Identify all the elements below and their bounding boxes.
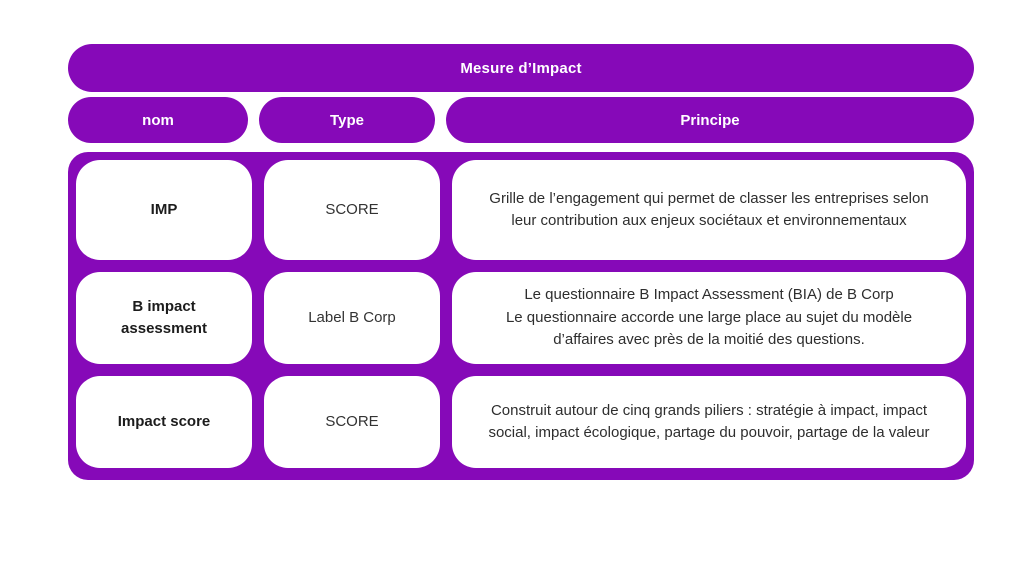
column-header-type: Type <box>259 97 435 143</box>
impact-measure-table: Mesure d’Impact nom Type Principe IMP SC… <box>68 44 974 480</box>
row2-principe-cell: Le questionnaire B Impact Assessment (BI… <box>452 272 966 364</box>
table-title-bar: Mesure d’Impact <box>68 44 974 92</box>
column-header-principe: Principe <box>446 97 974 143</box>
row3-principe-cell: Construit autour de cinq grands piliers … <box>452 376 966 468</box>
table-header-row: nom Type Principe <box>68 97 974 143</box>
table-body: IMP SCORE Grille de l’engagement qui per… <box>68 152 974 480</box>
column-header-nom: nom <box>68 97 248 143</box>
row3-nom-cell: Impact score <box>76 376 252 468</box>
row3-type-cell: SCORE <box>264 376 440 468</box>
row1-nom-cell: IMP <box>76 160 252 260</box>
row1-principe-cell: Grille de l’engagement qui permet de cla… <box>452 160 966 260</box>
row2-nom-cell: B impact assessment <box>76 272 252 364</box>
row2-type-cell: Label B Corp <box>264 272 440 364</box>
row1-type-cell: SCORE <box>264 160 440 260</box>
table-title: Mesure d’Impact <box>460 59 582 77</box>
